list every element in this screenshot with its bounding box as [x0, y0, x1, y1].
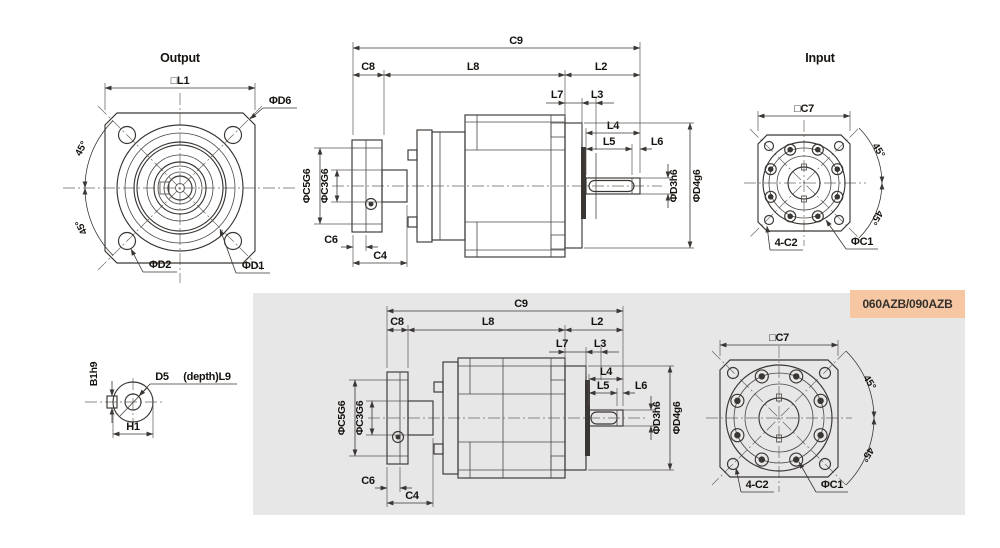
dim-L6: L6 [635, 380, 647, 392]
input-shaft [588, 409, 624, 427]
angle-45-lower: 45° [73, 218, 90, 237]
input-front-view-top: Input [744, 51, 887, 251]
input-shaft [585, 177, 641, 195]
dim-4C2: 4-C2 [746, 479, 769, 491]
dim-L3: L3 [594, 338, 606, 350]
dim-L7: L7 [556, 338, 568, 350]
dim-C4: C4 [373, 250, 388, 262]
output-front-view: Output □L1 ΦD [63, 51, 297, 283]
dim-depth-L9: (depth)L9 [183, 371, 231, 383]
angle-45-upper: 45° [860, 373, 877, 392]
dim-D6: ΦD6 [269, 95, 291, 107]
bolt-hole [117, 231, 137, 251]
bolt-hole [117, 125, 137, 145]
dim-square-L1: □L1 [171, 75, 190, 87]
input-screws [764, 143, 844, 223]
dim-C1: ΦC1 [821, 479, 843, 491]
model-tag-label: 060AZB/090AZB [862, 297, 953, 311]
dim-C9: C9 [509, 35, 523, 47]
dim-D2: ΦD2 [149, 259, 171, 271]
dim-C1: ΦC1 [851, 236, 873, 248]
dim-B1h9: B1h9 [88, 361, 100, 386]
shaft-detail-view: B1h9 D5 (depth)L9 H1 [85, 361, 237, 438]
dim-L3: L3 [591, 89, 603, 101]
bolt-hole [223, 125, 243, 145]
output-title: Output [160, 51, 201, 65]
dim-L6: L6 [651, 136, 663, 148]
model-tag: 060AZB/090AZB [850, 290, 965, 318]
dim-C8: C8 [361, 61, 375, 73]
dim-L4: L4 [600, 366, 613, 378]
dim-L8: L8 [482, 316, 494, 328]
dim-C6: C6 [361, 475, 375, 487]
dim-D3h6: ΦD3h6 [668, 169, 680, 202]
side-view-top: C9 C8 L8 L2 L7 L3 L4 L5 L6 [301, 35, 703, 267]
dim-square-C7: □C7 [769, 332, 789, 344]
dim-C3G6: ΦC3G6 [354, 400, 366, 435]
dim-C9: C9 [514, 298, 528, 310]
dim-L7: L7 [551, 89, 563, 101]
dim-H1: H1 [126, 421, 140, 433]
flange-screw [364, 197, 378, 211]
side-view-bottom: C9 C8 L8 L2 L7 L3 L4 L5 L6 [336, 298, 683, 507]
dim-C5G6: ΦC5G6 [336, 400, 348, 435]
dim-C3G6: ΦC3G6 [319, 168, 331, 203]
flange-screw [391, 430, 405, 444]
dim-L4: L4 [607, 120, 620, 132]
dim-C8: C8 [390, 316, 404, 328]
dim-D1: ΦD1 [242, 260, 264, 272]
dim-C6: C6 [324, 234, 338, 246]
angle-45-lower: 45° [858, 445, 875, 464]
dim-D4g6: ΦD4g6 [691, 169, 703, 202]
dim-4C2: 4-C2 [775, 237, 798, 249]
dim-L8: L8 [467, 61, 479, 73]
input-front-view-bottom: □C7 45° 45° 4-C2 ΦC1 [706, 332, 878, 493]
hub-keyway [159, 181, 170, 195]
input-title: Input [805, 51, 836, 65]
input-screws [730, 369, 828, 467]
dim-C4: C4 [405, 490, 420, 502]
dim-D4g6: ΦD4g6 [671, 401, 683, 434]
dim-L5: L5 [597, 380, 609, 392]
dim-D5: D5 [155, 371, 169, 383]
dim-L5: L5 [603, 136, 615, 148]
shaft-keyway [588, 179, 635, 193]
dim-L2: L2 [595, 61, 607, 73]
dim-C5G6: ΦC5G6 [301, 168, 313, 203]
dim-D3h6: ΦD3h6 [651, 401, 663, 434]
angle-45-upper: 45° [73, 140, 90, 159]
dim-square-C7: □C7 [794, 103, 814, 115]
dim-L2: L2 [591, 316, 603, 328]
